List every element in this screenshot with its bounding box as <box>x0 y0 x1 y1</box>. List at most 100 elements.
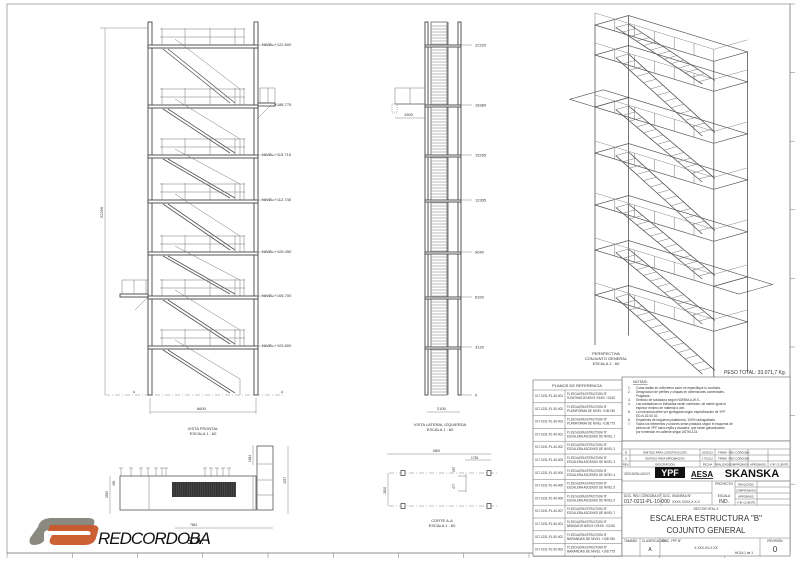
reference-desc: ESCALERA ASCENSO DE NIVEL 6 <box>567 498 615 502</box>
reference-code: 017-0211-PL-30-003 <box>535 420 563 424</box>
level-label: NIVEL +103.500 <box>262 343 292 348</box>
plan-dim-1964: 1964 <box>248 455 252 462</box>
reference-desc: PL ESCALERA ESTRUCTURA "B" <box>567 405 607 409</box>
iso-stair-tread <box>629 32 643 37</box>
complex-label: COMPLEJO INDUSTRIAL LUJAN DE CUYO <box>624 472 650 476</box>
level-label: NIVEL +106.700 <box>262 293 292 298</box>
front-view-title: VISTA FRONTAL <box>188 426 219 431</box>
stair-stringer <box>162 158 231 199</box>
reference-desc: PL ESCALERA ESTRUCTURA "B" <box>567 494 607 498</box>
iso-stair-tread <box>684 305 698 310</box>
stair-stringer <box>162 203 231 251</box>
revision-cell: 17/01/12 <box>702 456 713 460</box>
iso-stair-tread <box>615 248 629 253</box>
revision-label: REVISIÓN <box>767 538 783 543</box>
reference-desc: PL ESCALERA ESTRUCTURA "B" <box>567 520 607 524</box>
section-mark-left: A <box>133 390 136 394</box>
stair-stringer <box>162 108 231 154</box>
signature-label: REALIZADO <box>738 482 755 486</box>
iso-platform <box>593 240 749 287</box>
platform-beam <box>424 199 462 203</box>
iso-stair-tread <box>691 311 705 316</box>
iso-stair-tread <box>615 293 629 298</box>
iso-stair-tread <box>677 208 691 213</box>
column-left <box>147 21 153 396</box>
stair-stringer <box>167 299 236 345</box>
iso-stair-stringer <box>628 248 716 321</box>
platform-beam <box>147 44 259 49</box>
reference-code: 017-0211-PL-40-003 <box>535 458 563 462</box>
class-label: CLASIFICACIÓN <box>642 538 667 543</box>
iso-stair-tread <box>615 105 629 110</box>
note-number: 1. <box>628 386 631 390</box>
iso-stair-tread <box>671 201 684 207</box>
level-label: NIVEL +122.600 <box>262 42 292 47</box>
skanska-logo: SKANSKA <box>725 468 779 480</box>
iso-stair-stringer <box>615 155 703 235</box>
section-dim-187: 187 <box>452 466 456 472</box>
doc-rc-number: 017-0211-PL-10-000 <box>624 499 670 505</box>
reference-desc: PL ESCALERA ESTRUCTURA "B" <box>567 456 607 460</box>
doc-ypf-number: X-XXX-XX-X-XX <box>694 546 718 550</box>
stair-handrail <box>174 38 241 90</box>
perspective-scale: ESCALA 1 : 60 <box>593 361 620 366</box>
reference-desc: ESCALERA ASCENSO DE NIVEL 1 <box>567 434 615 438</box>
stair-stringer <box>167 48 236 104</box>
column-section <box>400 503 406 509</box>
iso-stair-tread <box>636 37 650 42</box>
stair-stringer <box>167 255 236 295</box>
iso-stair-tread <box>650 85 664 90</box>
reference-desc: PL ESCALERA ESTRUCTURA "B" <box>567 507 607 511</box>
note-text: La estructura debe ser ignifugada según … <box>636 410 725 414</box>
size-label: TAMAÑO <box>624 538 638 543</box>
iso-stair-tread <box>615 151 629 156</box>
iso-stair-tread <box>664 195 678 200</box>
iso-stair-tread <box>671 152 684 157</box>
section-mark-right: A <box>281 390 284 394</box>
reference-desc: PL ESCALERA ESTRUCTURA "B" <box>567 418 607 422</box>
iso-stair-stringer <box>628 293 716 371</box>
stair-stringer <box>162 349 231 394</box>
note-text: Empalmes de largueros plataforma, 100% r… <box>636 418 716 422</box>
iso-stair-tread <box>691 266 705 271</box>
iso-stair-tread <box>671 103 684 109</box>
signature-label: V°B° CLIENTE <box>737 500 756 504</box>
doc-ypf-label: DOC. YPF N° <box>662 539 682 543</box>
iso-stair-tread <box>671 342 684 347</box>
iso-stair-tread <box>698 317 712 322</box>
reference-desc: PLATAFORMA DE NIVEL +108.775 <box>567 422 615 426</box>
revision-header: V°B° CLIENTE <box>770 462 789 466</box>
scale-value: IND. <box>719 499 729 505</box>
revision-header: COMPROBADO <box>729 462 750 466</box>
section-dim-6600: 6600 <box>433 449 440 453</box>
level-label: NIVEL +188.775 <box>262 102 292 107</box>
stair-handrail <box>174 193 241 237</box>
iso-stair-tread <box>643 41 657 46</box>
stair-handrail <box>174 339 241 380</box>
signature-label: APROBADO <box>738 494 755 498</box>
iso-stair-tread <box>615 53 629 58</box>
stair-stringer <box>167 203 236 251</box>
stair-handrail <box>174 148 241 185</box>
reference-code: 017-0211-PL-30-001 <box>535 394 563 398</box>
level-label: NIVEL +115.715 <box>262 152 292 157</box>
note-number: 3. <box>628 398 631 402</box>
platform-beam <box>147 295 259 300</box>
reference-desc: ESCALERA ASCENSO DE NIVEL 2 <box>567 447 615 451</box>
side-platform-dim: 1900 <box>404 112 414 117</box>
iso-stair-tread <box>684 163 698 168</box>
iso-stair-tread <box>664 146 678 151</box>
reference-code: 017-0211-PL-40-002 <box>535 445 563 449</box>
iso-stair-tread <box>622 111 636 116</box>
iso-stair-tread <box>657 238 671 243</box>
doc-rc-label: DOC. RED CÓRDOBA N° <box>624 493 662 498</box>
iso-stair-tread <box>677 255 691 260</box>
section-dim-2100: 2100 <box>383 487 387 494</box>
level-label: NIVEL +112.745 <box>262 197 292 202</box>
revision-cell: EMITIDO PARA APROBACIÓN <box>646 455 685 460</box>
level-label: NIVEL +109.490 <box>262 249 292 254</box>
iso-stair-stringer <box>628 23 716 81</box>
platform-beam <box>147 154 259 159</box>
